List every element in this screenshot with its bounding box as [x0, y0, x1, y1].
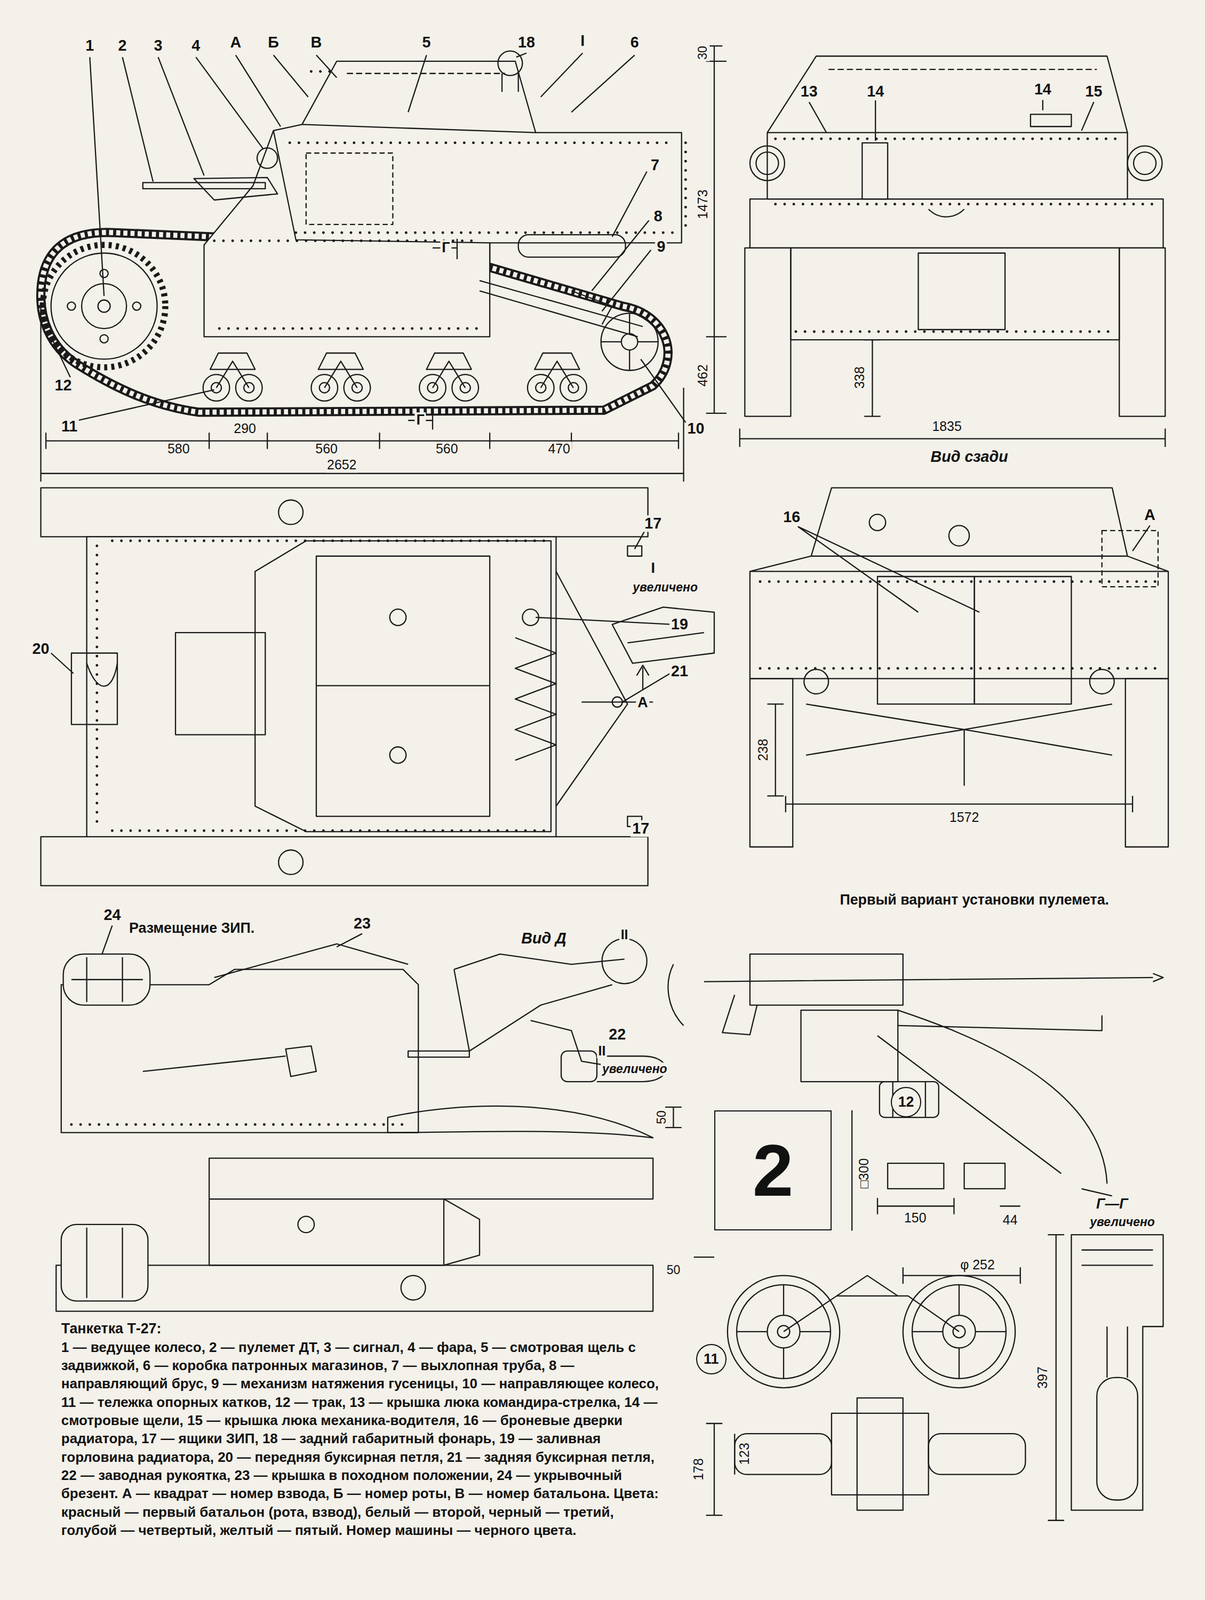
view-label: увеличено: [631, 580, 700, 595]
view-label: Вид Д: [519, 930, 569, 948]
callout-number: 24: [101, 906, 123, 924]
dimension-label: 290: [232, 421, 258, 436]
caption-text: 1 — ведущее колесо, 2 — пулемет ДТ, 3 — …: [61, 1338, 664, 1540]
callout-number: 17: [642, 515, 664, 533]
view-label: Б: [266, 34, 281, 52]
callout-number: 6: [628, 34, 641, 52]
number-square: 2: [714, 1110, 832, 1232]
callout-number: 12: [53, 377, 74, 395]
callout-number: 11: [59, 418, 79, 436]
view-label: Г: [440, 240, 452, 256]
dimension-label: 338: [852, 364, 868, 391]
node-text: 2: [752, 1134, 794, 1208]
dimension-label: φ 252: [958, 1258, 997, 1273]
callout-number: 20: [30, 640, 52, 658]
view-label: В: [309, 34, 324, 52]
callout-number: 8: [652, 208, 665, 226]
dimension-label: 150: [902, 1211, 929, 1226]
node-text: 12: [898, 1095, 915, 1110]
dimension-label: 580: [165, 441, 192, 457]
callout-number: 16: [781, 508, 802, 526]
callout-number: 19: [669, 616, 690, 634]
view-label: А: [228, 34, 243, 52]
callout-number: 5: [420, 34, 433, 52]
callout-number: 3: [152, 37, 164, 55]
callout-number: 18: [516, 34, 537, 52]
view-label: I: [649, 560, 657, 577]
view-label: Вид сзади: [928, 448, 1010, 466]
view-label: А: [1142, 506, 1157, 524]
view-label: Размещение ЗИП.: [127, 920, 257, 937]
view-label: Г—Г: [1094, 1196, 1130, 1212]
dimension-label: 560: [434, 441, 460, 457]
dimension-label: 50: [665, 1263, 683, 1278]
callout-number: 23: [352, 915, 373, 933]
callout-number: 1: [83, 37, 96, 55]
dimension-label: 44: [1001, 1213, 1020, 1228]
dimension-label: 462: [695, 362, 710, 389]
callout-number: 21: [669, 663, 690, 681]
callout-number: 15: [1083, 83, 1105, 101]
callout-number: 14: [1032, 81, 1053, 99]
dimension-label: 178: [691, 1456, 707, 1483]
dimension-label: 1473: [695, 187, 710, 221]
callout-number: 4: [189, 37, 202, 55]
callout-number: 10: [685, 420, 707, 438]
callout-number: 13: [799, 83, 820, 101]
caption-title: Танкетка Т-27:: [61, 1320, 162, 1338]
dimension-label: 560: [313, 441, 340, 457]
callout-number: 14: [865, 83, 886, 101]
dimension-label: 470: [546, 441, 572, 457]
callout-number: 2: [116, 37, 129, 55]
view-label: II: [596, 1043, 608, 1059]
callout-number: 17: [630, 820, 651, 838]
node-text: 11: [703, 1352, 719, 1367]
dimension-label: 1835: [930, 419, 963, 434]
dimension-label: 238: [755, 737, 771, 763]
dimension-label: 50: [655, 1108, 669, 1127]
circled-number: 11: [696, 1344, 727, 1375]
dimension-label: 1572: [947, 810, 981, 825]
view-label: А: [635, 695, 650, 712]
dimension-label: 397: [1035, 1365, 1050, 1391]
view-label: увеличено: [600, 1062, 669, 1076]
view-label: увеличено: [1088, 1215, 1157, 1230]
circled-number: 12: [890, 1087, 922, 1118]
dimension-label: 2652: [325, 458, 358, 473]
callout-number: 22: [607, 1026, 628, 1044]
view-label: Г: [414, 412, 426, 429]
view-label: II: [619, 927, 630, 943]
callout-number: 9: [655, 238, 668, 256]
view-label: Первый вариант установки пулемета.: [838, 892, 1111, 908]
view-label: I: [578, 32, 587, 50]
callout-number: 7: [649, 156, 661, 174]
dimension-label: □300: [856, 1156, 872, 1191]
dimension-label: 123: [737, 1441, 753, 1468]
dimension-label: 30: [696, 44, 710, 62]
